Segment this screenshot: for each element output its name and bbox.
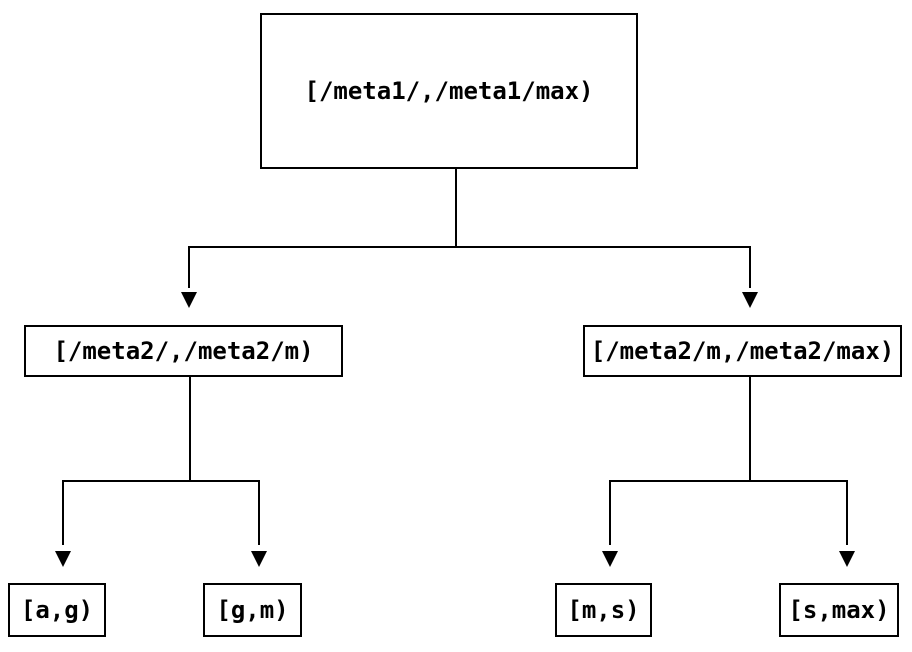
node-meta2-left-range: [/meta2/,/meta2/m) [24,325,343,377]
node-leaf-m-s: [m,s) [555,583,652,637]
node-label: [a,g) [20,596,94,624]
node-leaf-s-max: [s,max) [779,583,899,637]
arrowhead-down-icon [55,551,71,567]
node-label: [m,s) [567,596,640,624]
node-leaf-a-g: [a,g) [8,583,106,637]
node-label: [/meta2/,/meta2/m) [53,337,314,365]
node-meta2-right-range: [/meta2/m,/meta2/max) [583,325,902,377]
node-label: [/meta2/m,/meta2/max) [590,337,895,365]
node-label: [s,max) [788,596,890,624]
arrowhead-down-icon [602,551,618,567]
node-leaf-g-m: [g,m) [203,583,302,637]
arrowhead-down-icon [742,292,758,308]
node-label: [/meta1/,/meta1/max) [304,77,594,105]
arrowhead-down-icon [181,292,197,308]
node-meta1-range: [/meta1/,/meta1/max) [260,13,638,169]
arrowhead-down-icon [839,551,855,567]
node-label: [g,m) [216,596,289,624]
arrowhead-down-icon [251,551,267,567]
